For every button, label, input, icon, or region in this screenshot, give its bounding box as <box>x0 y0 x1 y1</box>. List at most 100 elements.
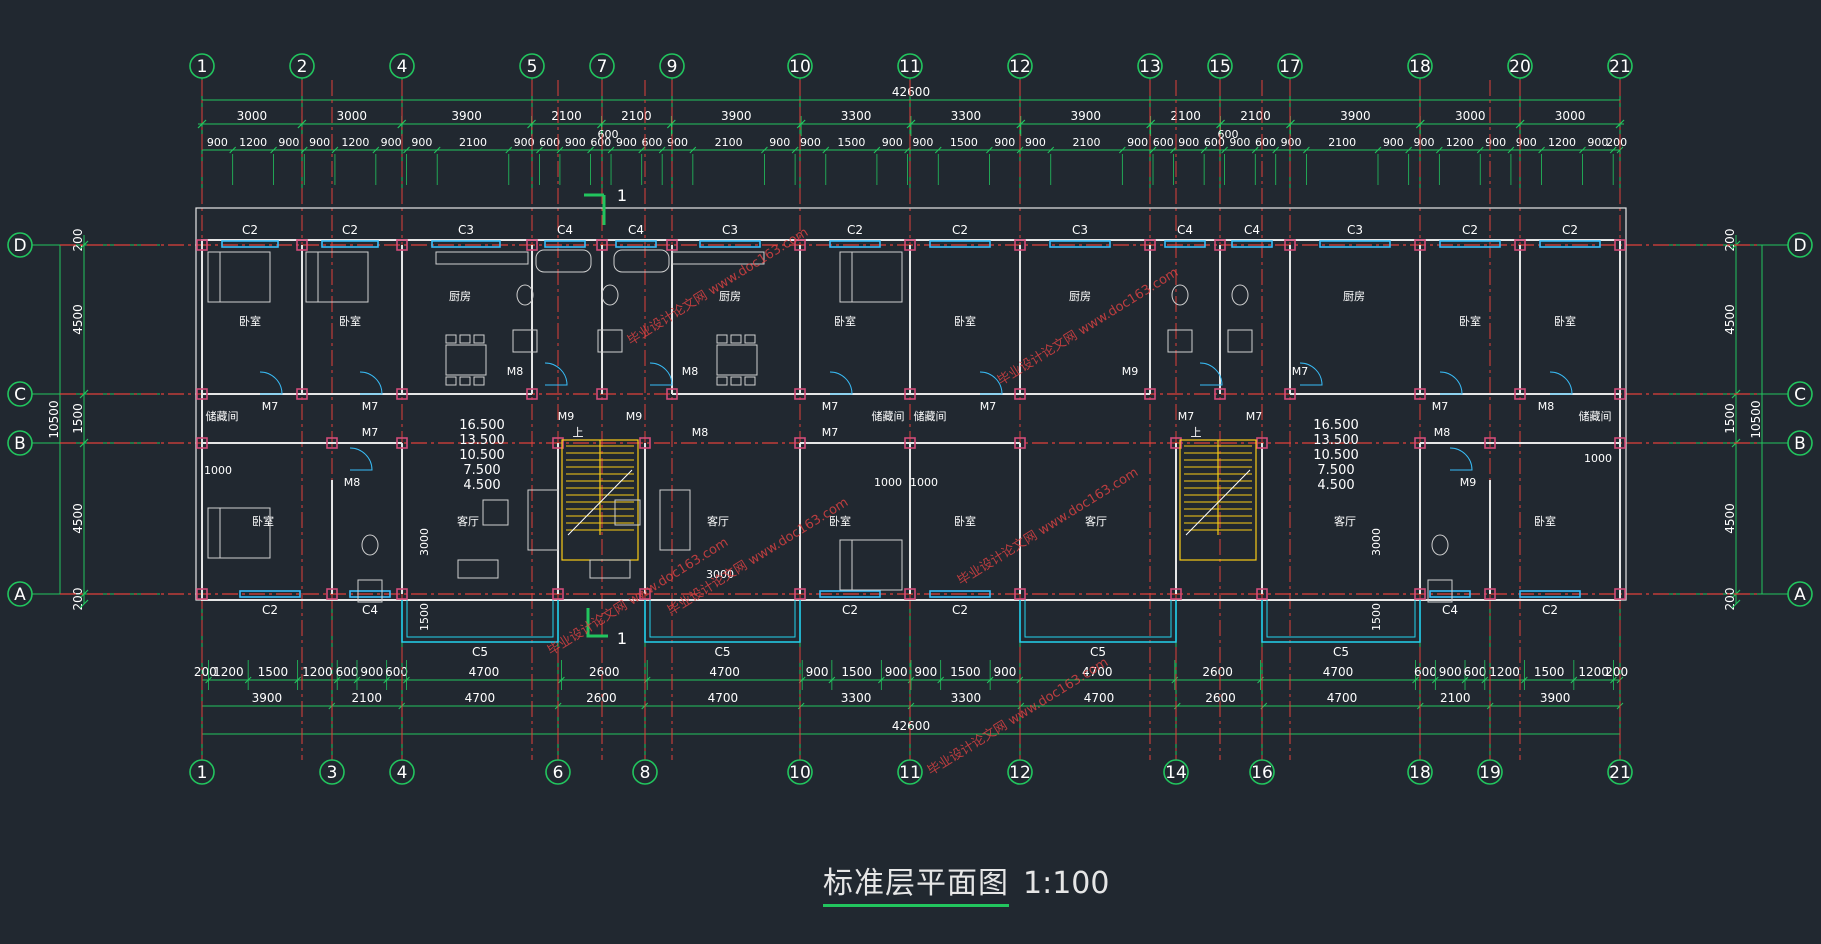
dim-bottom-row2-tick <box>907 702 915 710</box>
structural-column <box>794 388 806 400</box>
dim-top-row2-value: 900 <box>1383 136 1404 149</box>
dim-top-row2-tick <box>1609 146 1617 154</box>
structural-column <box>552 588 564 600</box>
drawing-title: 标准层平面图 <box>823 858 1009 907</box>
axis-bubble-left-C-circle <box>7 381 33 407</box>
bed-headboard <box>839 539 853 591</box>
door-swing <box>649 362 673 386</box>
elevation-value: 7.500 <box>1317 463 1354 478</box>
axis-bubble-top-7-label: 7 <box>597 57 608 77</box>
dim-bottom-row1-value: 900 <box>914 665 937 679</box>
window-label-top: C2 <box>952 223 968 237</box>
dim-top-row2-value: 2100 <box>1073 136 1101 149</box>
dim-top-row2-tick <box>270 146 277 154</box>
window-top <box>1439 240 1501 248</box>
chair <box>744 334 756 344</box>
structural-column <box>1170 437 1182 449</box>
dim-top-row2-tick <box>1149 146 1157 154</box>
bed <box>305 251 369 303</box>
room-label: 卧室 <box>239 314 261 328</box>
dim-bottom-row2-value: 4700 <box>708 691 739 705</box>
dim-top-row2-value: 900 <box>800 136 821 149</box>
dim-left-total: 10500 <box>47 400 61 438</box>
dim-top-row2-tick <box>229 146 237 154</box>
dim-top-row2-tick <box>1272 146 1280 154</box>
axis-bubble-top-12-label: 12 <box>1009 57 1031 77</box>
bed-headboard <box>207 507 221 559</box>
structural-column <box>552 437 564 449</box>
window-bottom <box>349 590 391 598</box>
axis-bubble-bottom-18-label: 18 <box>1409 763 1431 783</box>
axis-bubble-top-11-label: 11 <box>899 57 921 77</box>
elevation-value: 10.500 <box>459 448 505 463</box>
dim-top-600: 600 <box>1218 128 1239 141</box>
dim-top-row2-tick <box>505 146 513 154</box>
dim-top-row2-value: 900 <box>616 136 637 149</box>
sink <box>512 329 538 353</box>
axis-bubble-top-17-circle <box>1277 53 1303 79</box>
dim-bottom-row1-value: 900 <box>360 665 383 679</box>
dim-top-row2-value: 900 <box>994 136 1015 149</box>
dim-bottom-row1-value: 4700 <box>1082 665 1113 679</box>
door-label: M8 <box>682 365 699 378</box>
door-swing <box>259 371 283 395</box>
dim-right-value: 1500 <box>1723 403 1737 434</box>
chair <box>473 376 485 386</box>
structural-column <box>1614 239 1626 251</box>
dim-bottom-row1-value: 600 <box>1463 665 1486 679</box>
chair <box>473 334 485 344</box>
sofa <box>659 489 691 551</box>
axis-bubble-top-15-label: 15 <box>1209 57 1231 77</box>
door-swing <box>349 447 373 471</box>
axis-bubble-top-2-label: 2 <box>297 57 308 77</box>
axis-bubble-bottom-21-label: 21 <box>1609 763 1631 783</box>
room-label: 储藏间 <box>914 409 947 423</box>
axis-bubble-right-C-label: C <box>1794 385 1806 405</box>
elevation-value: 16.500 <box>1313 418 1359 433</box>
dim-top-row2-tick <box>658 146 666 154</box>
room-label: 厨房 <box>449 290 471 303</box>
inner-dim: 3000 <box>1370 528 1383 556</box>
door-label: M7 <box>1178 410 1195 423</box>
structural-column <box>1144 239 1156 251</box>
axis-bubble-bottom-4-label: 4 <box>397 763 408 783</box>
dim-top-row2-value: 900 <box>565 136 586 149</box>
dim-left-tick <box>79 599 89 609</box>
dim-top-row2-tick <box>331 146 339 154</box>
room-label: 厨房 <box>1069 290 1091 303</box>
bed-headboard <box>207 251 221 303</box>
dim-bottom-row2-tick <box>1017 702 1025 710</box>
dim-top-row1-value: 3900 <box>451 109 482 123</box>
dim-bottom-row1-value: 1500 <box>258 665 289 679</box>
dim-top-row2-tick <box>1118 146 1126 154</box>
dim-bottom-row1-value: 2600 <box>589 665 620 679</box>
window-top <box>1164 240 1206 248</box>
dim-right-value: 200 <box>1723 588 1737 611</box>
axis-bubble-bottom-3-label: 3 <box>327 763 338 783</box>
dim-top-row1-value: 3900 <box>721 109 752 123</box>
axis-bubble-right-D-label: D <box>1793 236 1806 256</box>
structural-column <box>1014 588 1026 600</box>
axis-bubble-left-D-circle <box>7 232 33 258</box>
dim-top-row2-tick <box>1507 146 1515 154</box>
axis-bubble-top-20-circle <box>1507 53 1533 79</box>
axis-bubble-bottom-6-label: 6 <box>553 763 564 783</box>
window-label-bottom: C2 <box>262 603 278 617</box>
axis-bubble-left-A-circle <box>7 581 33 607</box>
dim-top-row2-value: 900 <box>1414 136 1435 149</box>
dim-top-row1-value: 3000 <box>337 109 368 123</box>
door-label: M7 <box>1246 410 1263 423</box>
structural-column <box>904 437 916 449</box>
bathtub <box>613 249 670 273</box>
toilet <box>1171 284 1189 306</box>
bed <box>207 251 271 303</box>
balcony-outline <box>1019 600 1177 643</box>
axis-bubble-top-17-label: 17 <box>1279 57 1301 77</box>
structural-column <box>1014 437 1026 449</box>
window-bottom <box>929 590 991 598</box>
structural-column <box>396 588 408 600</box>
dim-top-row2-value: 900 <box>1025 136 1046 149</box>
structural-column <box>904 388 916 400</box>
